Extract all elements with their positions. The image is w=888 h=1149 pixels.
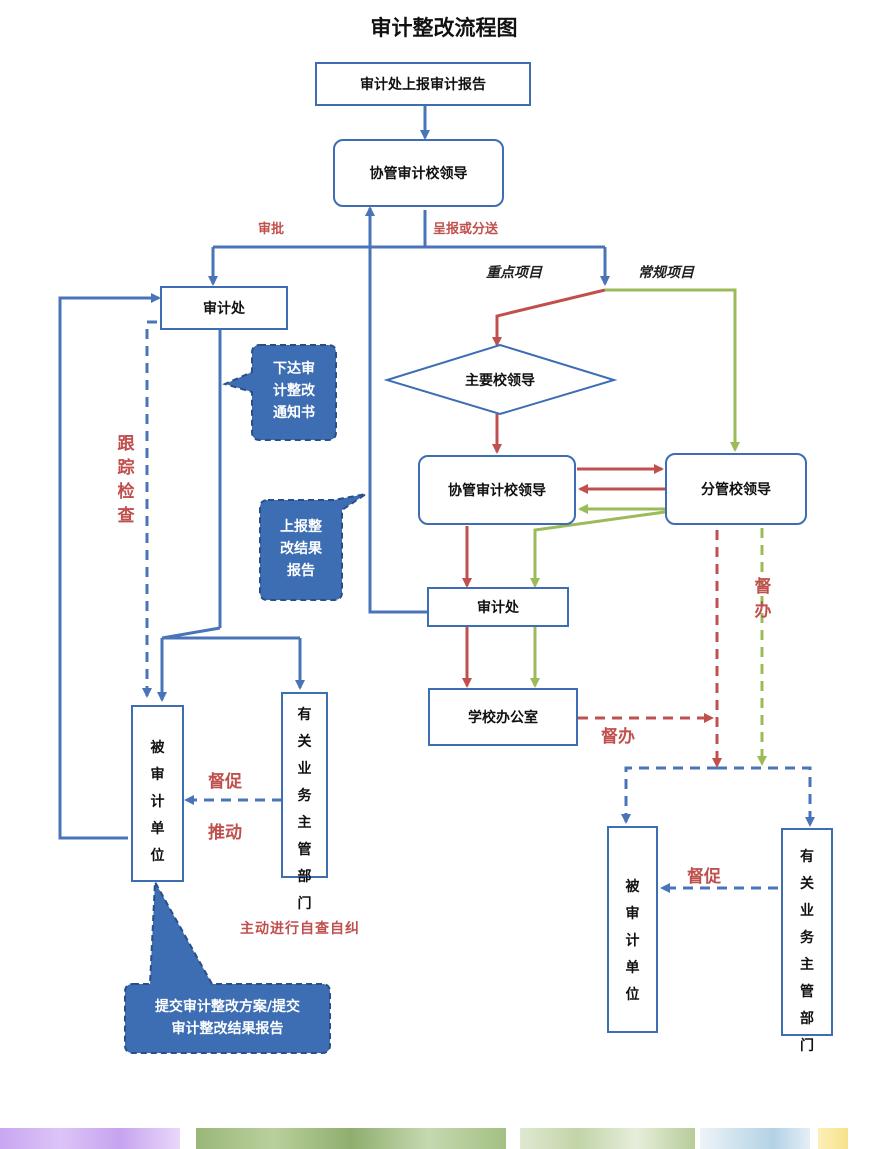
label-regular-project: 常规项目: [638, 265, 694, 281]
school-office-box: 学校办公室: [428, 688, 578, 746]
label-supervise-right: 督促: [687, 867, 721, 887]
audited-unit-left-box: 被审计单位: [131, 705, 184, 882]
callout-issue-notice: 下达审计整改通知书: [273, 361, 315, 421]
main-leader-label: 主要校领导: [465, 373, 535, 389]
label-approve: 审批: [258, 222, 285, 237]
callout-shape-report: [259, 493, 367, 601]
decision-diamond: [383, 343, 618, 416]
audit-office-mid-box: 审计处: [427, 587, 569, 627]
arrow-follow-up-check: [142, 320, 157, 698]
label-key-project: 重点项目: [486, 265, 542, 281]
arrow-key-project: [492, 288, 606, 347]
callout-shape-notice: [222, 344, 337, 441]
arrow-feedback-loop: [58, 293, 161, 840]
report-upload-box: 审计处上报审计报告: [315, 62, 531, 106]
label-submit-or-forward: 呈报或分送: [433, 222, 499, 237]
assist-leader-top-box: 协管审计校领导: [333, 139, 504, 207]
arrow-report-back-up: [365, 206, 428, 614]
related-dept-left-box: 有关业务主管部门: [281, 692, 328, 912]
audited-unit-right-box: 被审计单位: [607, 826, 658, 1033]
label-supervise-left: 督促: [208, 772, 242, 792]
label-follow-up-check: 跟踪检查: [117, 434, 135, 526]
decorative-stripe-lightgreen: [520, 1128, 695, 1149]
branch-leader-box: 分管校领导: [665, 453, 807, 525]
decorative-stripe-yellow: [818, 1128, 848, 1149]
decorative-stripe-blue: [700, 1128, 810, 1149]
related-dept-right-box: 有关业务主管部门: [781, 828, 833, 1054]
arrow-to-audited-unit-right: [621, 766, 717, 824]
callout-shape-plan: [124, 878, 331, 1054]
arrow-regular-project: [605, 288, 740, 452]
decorative-stripe-purple: [0, 1128, 180, 1149]
label-supervise-handle-office: 督办: [601, 727, 635, 747]
page-title: 审计整改流程图: [370, 16, 518, 40]
label-supervise-handle-branch: 督办: [754, 577, 772, 621]
assist-leader-mid-box: 协管审计校领导: [418, 455, 576, 525]
label-promote: 推动: [208, 823, 242, 843]
label-self-check: 主动进行自查自纠: [240, 921, 360, 937]
audit-office-left-box: 审计处: [160, 286, 288, 330]
decorative-stripe-green: [196, 1128, 506, 1149]
callout-submit-plan: 提交审计整改方案/提交审计整改结果报告: [154, 999, 301, 1037]
callout-report-result: 上报整改结果报告: [280, 519, 322, 579]
